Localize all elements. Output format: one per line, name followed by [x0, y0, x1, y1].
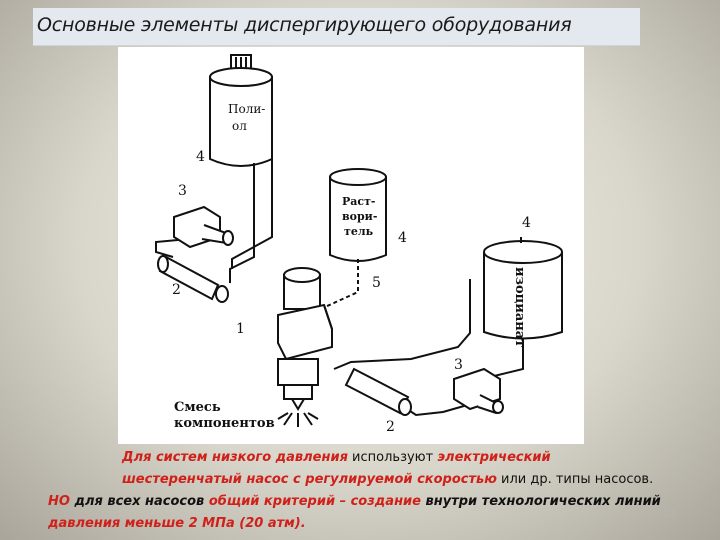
solvent-dashed-line — [313, 259, 359, 313]
caption-criterion: общий критерий – создание — [208, 494, 421, 509]
page-number: 26 — [664, 509, 677, 520]
hose-2-left — [157, 255, 229, 303]
caption-use: используют — [347, 450, 438, 465]
iso-line — [489, 339, 524, 378]
mixer-1 — [277, 267, 333, 427]
pump-3-left — [173, 205, 234, 249]
hose-2-right — [344, 367, 412, 416]
isocyanate-tank — [483, 237, 563, 340]
label-4-polyol: 4 — [196, 149, 205, 165]
caption-but: НО — [48, 494, 70, 509]
caption-inside-lines: внутри технологических линий — [420, 494, 661, 509]
mix-label-1: Смесь — [174, 400, 221, 415]
polyol-line-left — [229, 163, 255, 283]
equipment-diagram: Поли- ол Раст- вори- тель изоцианат 4 3 … — [118, 47, 584, 444]
label-1: 1 — [236, 321, 245, 337]
label-3-left: 3 — [178, 183, 187, 199]
caption-pump-type: электрический шестеренчатый насос с регу… — [122, 450, 551, 487]
polyol-tank — [209, 54, 273, 167]
tank-solvent-label-2: вори- — [342, 210, 377, 223]
caption-for-all-pumps: для всех насосов — [69, 494, 209, 509]
label-2-left: 2 — [172, 282, 181, 298]
label-4-isocyanate: 4 — [522, 215, 531, 231]
label-4-solvent: 4 — [398, 230, 407, 246]
tank-polyol-label-1: Поли- — [228, 102, 265, 116]
caption: Для систем низкого давления используют э… — [48, 447, 668, 535]
label-3-right: 3 — [454, 357, 463, 373]
caption-low-pressure: Для систем низкого давления — [122, 450, 348, 465]
slide-title: Основные элементы диспергирующего оборуд… — [37, 14, 572, 36]
pump-3-right — [453, 367, 504, 415]
diagram-svg: Поли- ол Раст- вори- тель изоцианат 4 3 … — [155, 54, 563, 435]
tank-solvent-label-3: тель — [344, 225, 374, 238]
caption-other-pumps: или др. типы насосов. — [496, 472, 654, 487]
tank-isocyanate-label: изоцианат — [512, 267, 527, 347]
label-2-right: 2 — [386, 419, 395, 435]
mix-label-2: компонентов — [174, 416, 275, 431]
label-5: 5 — [372, 275, 381, 291]
tank-polyol-label-2: ол — [232, 119, 247, 133]
caption-pressure-limit: давления меньше 2 МПа (20 атм). — [48, 516, 306, 531]
solvent-tank — [329, 168, 387, 262]
tank-solvent-label-1: Раст- — [342, 195, 375, 208]
title-bar: Основные элементы диспергирующего оборуд… — [33, 8, 640, 46]
